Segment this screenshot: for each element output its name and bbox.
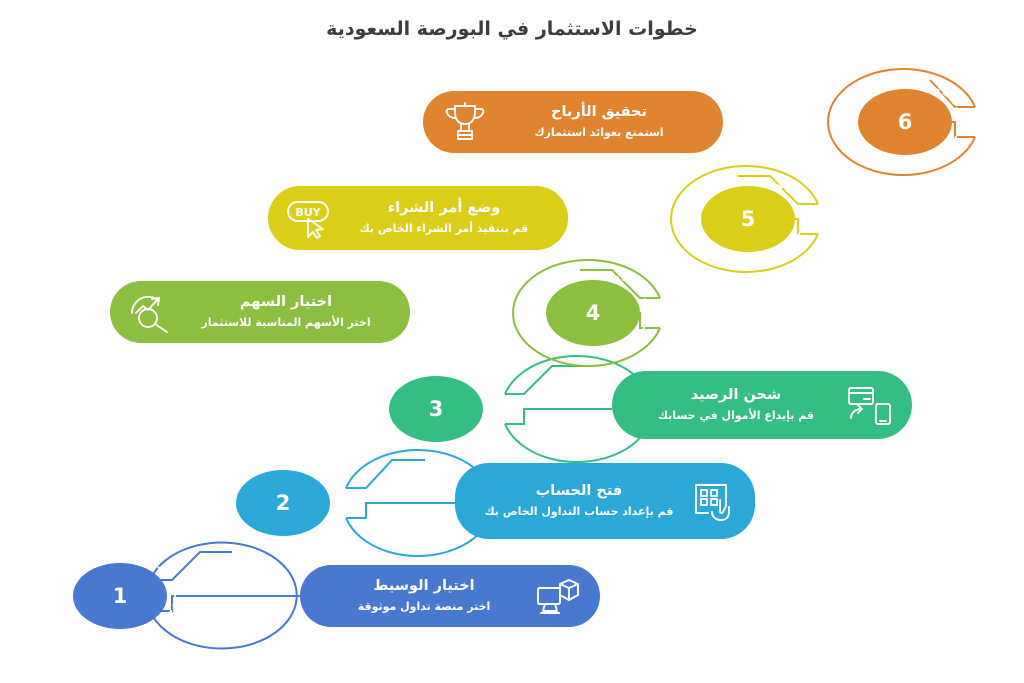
trophy-icon bbox=[439, 97, 491, 147]
step-badge-4-number: 4 bbox=[585, 301, 601, 325]
step-card-4[interactable]: اختيار السهم اختر الأسهم المناسبة للاستث… bbox=[110, 281, 410, 343]
step-card-1-text: اختيار الوسيط اختر منصة تداول موثوقة bbox=[316, 577, 532, 615]
step-card-5[interactable]: وضع أمر الشراء قم بتنفيذ أمر الشراء الخا… bbox=[268, 186, 568, 250]
step-card-5-text: وضع أمر الشراء قم بتنفيذ أمر الشراء الخا… bbox=[336, 199, 552, 237]
card-transfer-icon bbox=[844, 380, 896, 430]
step-card-5-subtitle: قم بتنفيذ أمر الشراء الخاص بك bbox=[359, 221, 529, 235]
step-badge-2-number: 2 bbox=[275, 491, 291, 515]
step-badge-4[interactable]: 4 bbox=[518, 260, 668, 366]
step-card-4-title: اختيار السهم bbox=[239, 294, 333, 311]
step-card-6-subtitle: استمتع بعوائد استثمارك bbox=[534, 125, 664, 139]
step-card-3-text: شحن الرصيد قم بإيداع الأموال في حسابك bbox=[628, 386, 844, 424]
monitor-box-icon bbox=[532, 571, 584, 621]
step-badge-2[interactable]: 2 bbox=[208, 450, 358, 556]
step-badge-4-circle: 4 bbox=[546, 280, 640, 346]
buy-label: BUY bbox=[295, 206, 321, 219]
step-badge-2-circle: 2 bbox=[236, 470, 330, 536]
step-card-3[interactable]: شحن الرصيد قم بإيداع الأموال في حسابك bbox=[612, 371, 912, 439]
step-card-1-subtitle: اختر منصة تداول موثوقة bbox=[357, 599, 491, 613]
step-card-6-title: تحقيق الأرباح bbox=[551, 104, 647, 121]
step-card-2-text: فتح الحساب قم بإعداد حساب التداول الخاص … bbox=[471, 482, 687, 520]
step-badge-5-circle: 5 bbox=[701, 186, 795, 252]
step-badge-6-number: 6 bbox=[897, 110, 913, 134]
step-card-1-title: اختيار الوسيط bbox=[373, 578, 475, 595]
step-badge-3-circle: 3 bbox=[389, 376, 483, 442]
step-badge-1[interactable]: 1 bbox=[45, 543, 195, 649]
step-badge-1-circle: 1 bbox=[73, 563, 167, 629]
step-badge-5-number: 5 bbox=[740, 207, 756, 231]
step-card-5-title: وضع أمر الشراء bbox=[387, 200, 501, 217]
step-card-4-text: اختيار السهم اختر الأسهم المناسبة للاستث… bbox=[178, 293, 394, 331]
step-card-4-subtitle: اختر الأسهم المناسبة للاستثمار bbox=[201, 315, 371, 329]
step-badge-6[interactable]: 6 bbox=[830, 69, 980, 175]
step-card-6[interactable]: تحقيق الأرباح استمتع بعوائد استثمارك bbox=[423, 91, 723, 153]
step-card-2[interactable]: فتح الحساب قم بإعداد حساب التداول الخاص … bbox=[455, 463, 755, 539]
step-badge-6-circle: 6 bbox=[858, 89, 952, 155]
buy-cursor-icon: BUY bbox=[284, 193, 336, 243]
step-badge-5[interactable]: 5 bbox=[673, 166, 823, 272]
form-signup-icon bbox=[687, 476, 739, 526]
step-card-1[interactable]: اختيار الوسيط اختر منصة تداول موثوقة bbox=[300, 565, 600, 627]
step-card-2-title: فتح الحساب bbox=[535, 483, 623, 500]
chart-magnifier-icon bbox=[126, 287, 178, 337]
step-card-3-title: شحن الرصيد bbox=[690, 387, 782, 404]
step-badge-3-number: 3 bbox=[428, 397, 444, 421]
step-card-6-text: تحقيق الأرباح استمتع بعوائد استثمارك bbox=[491, 103, 707, 141]
step-card-3-subtitle: قم بإيداع الأموال في حسابك bbox=[657, 408, 815, 422]
step-badge-1-number: 1 bbox=[112, 584, 128, 608]
page-title: خطوات الاستثمار في البورصة السعودية bbox=[326, 18, 698, 40]
step-badge-3[interactable]: 3 bbox=[361, 356, 511, 462]
step-card-2-subtitle: قم بإعداد حساب التداول الخاص بك bbox=[484, 504, 674, 518]
